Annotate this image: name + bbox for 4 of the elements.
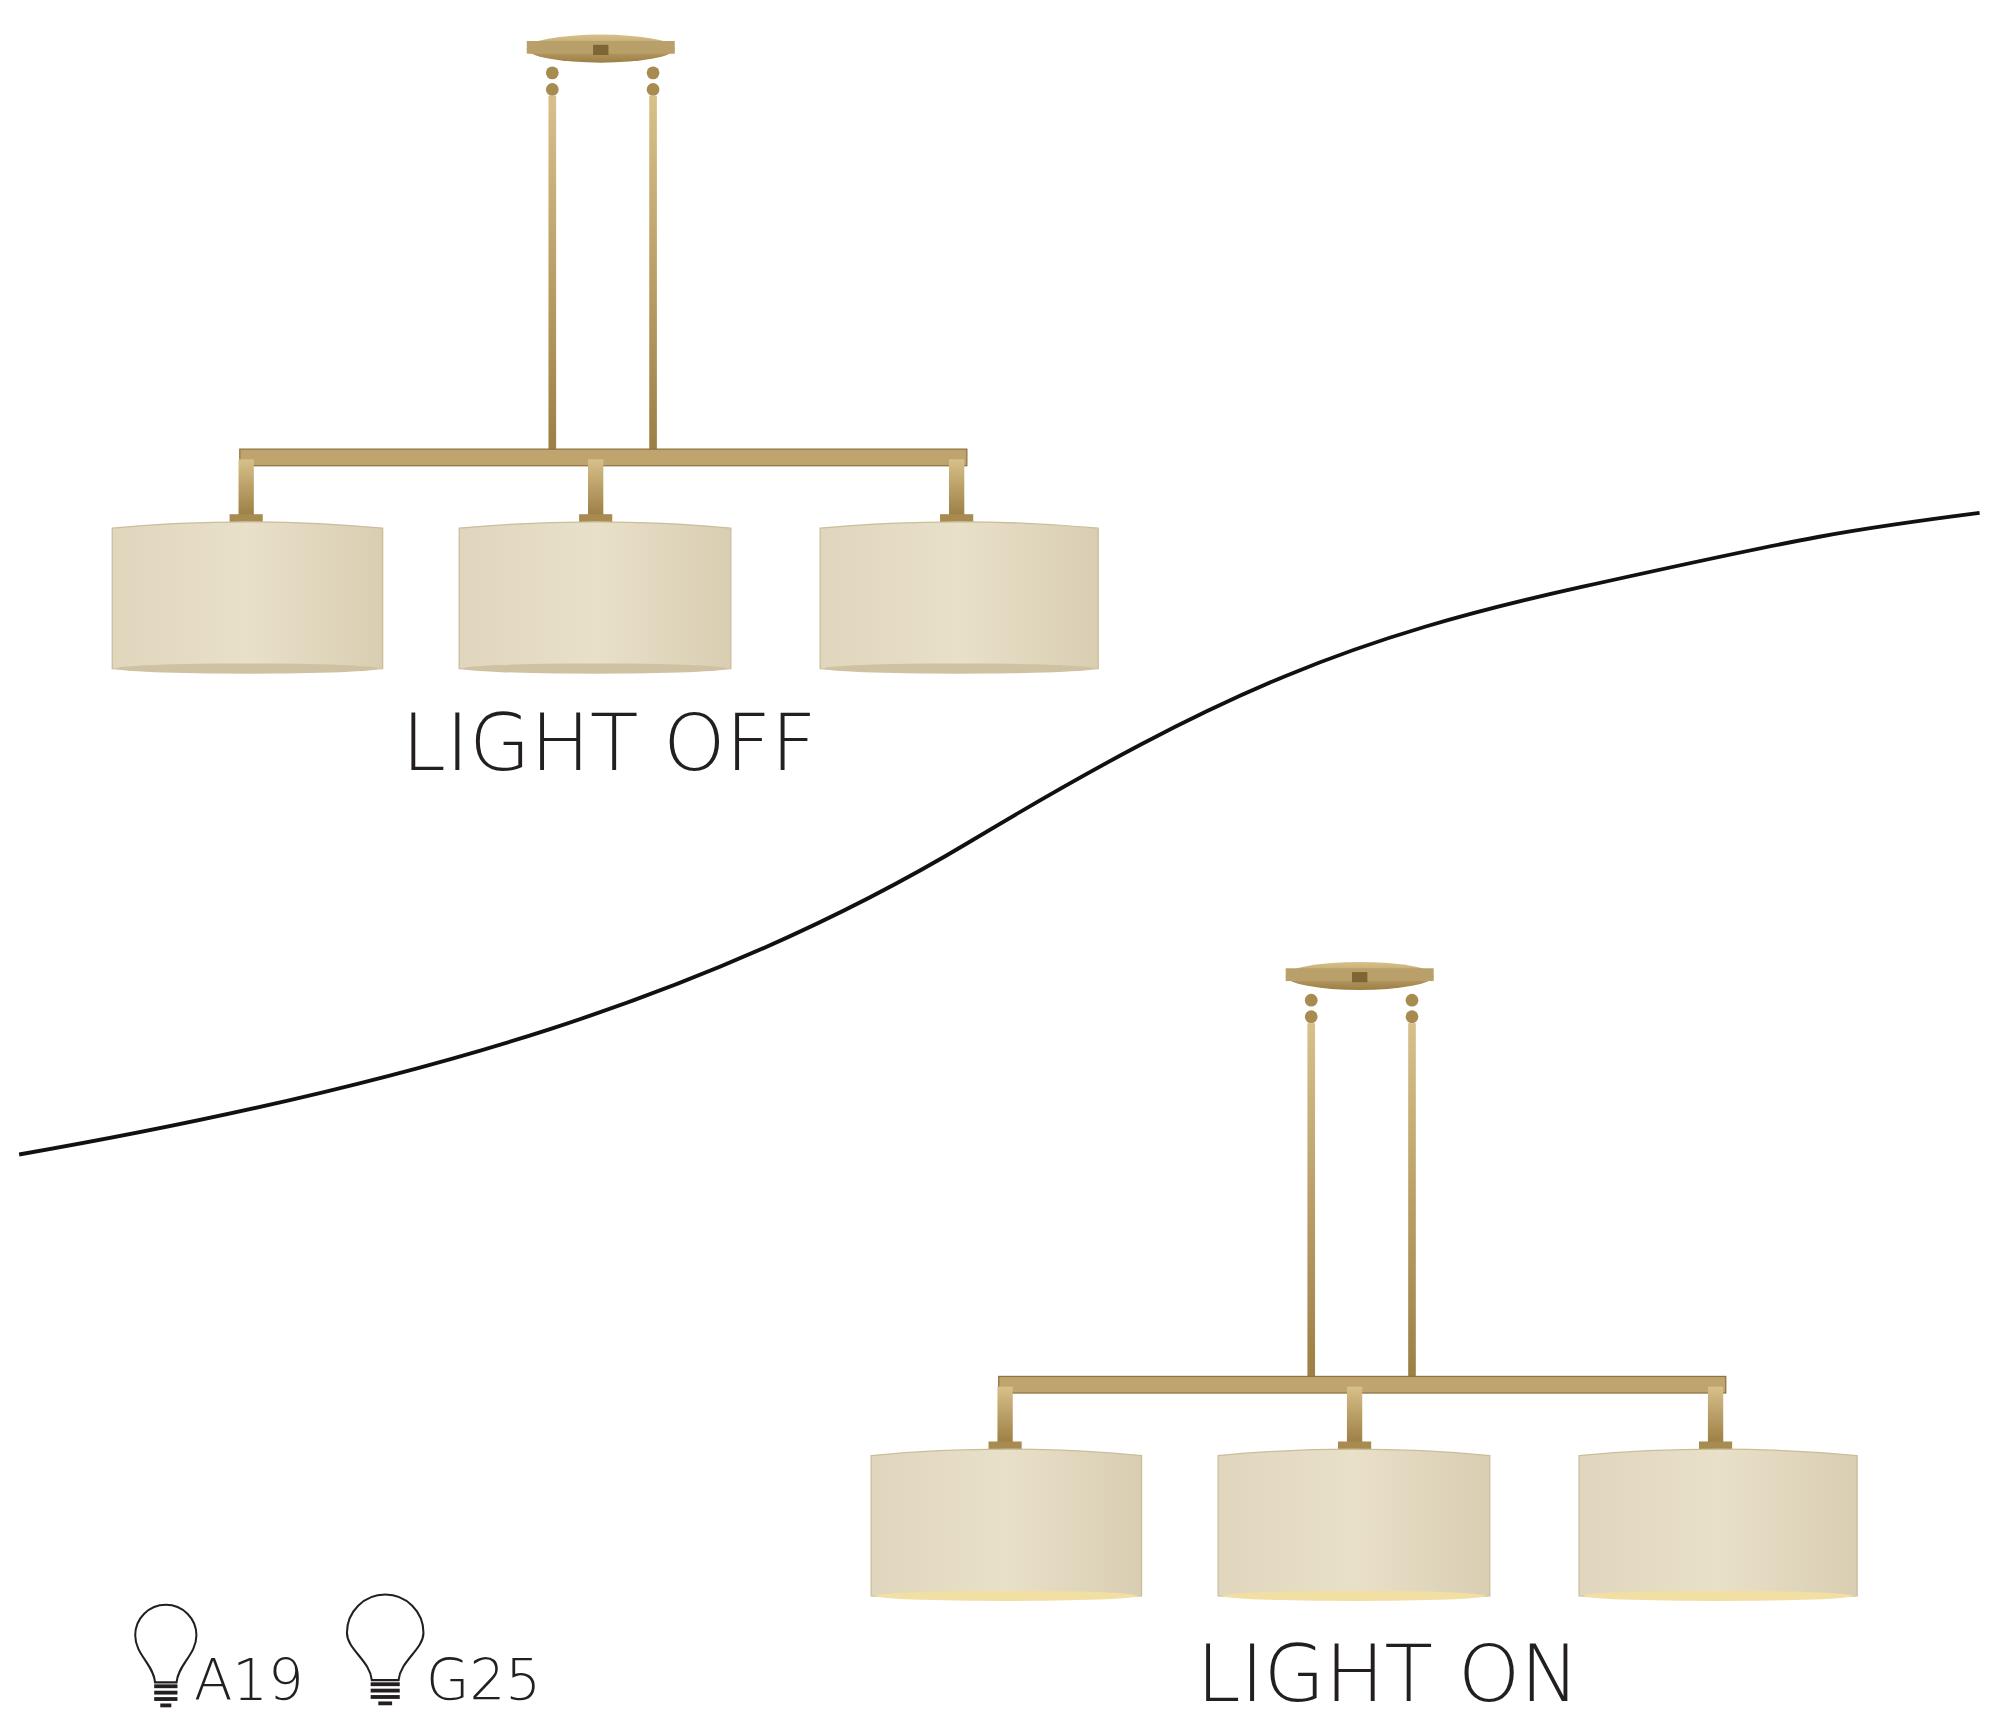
bulb-type-label: A19 — [193, 1653, 304, 1710]
state-caption: LIGHT OFF — [401, 704, 817, 784]
bulb-type-label: G25 — [426, 1653, 541, 1710]
state-caption: LIGHT ON — [1196, 1635, 1580, 1715]
